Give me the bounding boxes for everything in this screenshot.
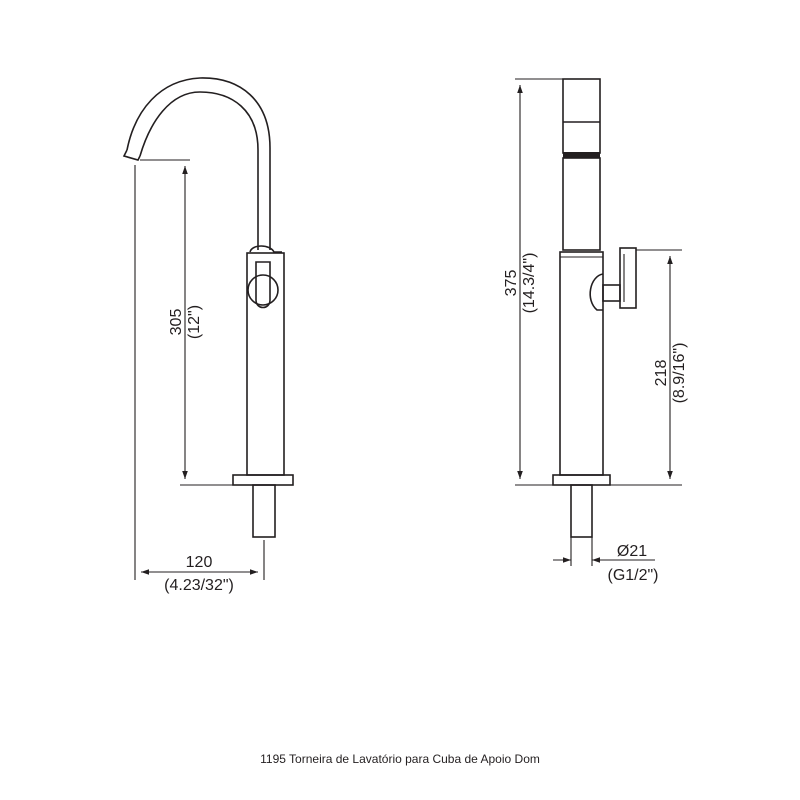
spout-band	[563, 152, 600, 158]
upper-column	[562, 157, 601, 251]
dimension-120: 120 (4.23/32")	[134, 165, 265, 594]
dimension-120-label: 120	[186, 554, 213, 571]
dimension-218-label: 218	[653, 360, 670, 387]
handle-grip	[619, 247, 637, 309]
handle-knob	[589, 273, 604, 311]
dimension-diameter-label: Ø21	[617, 543, 647, 560]
dimension-375: 375 (14.3/4")	[503, 78, 600, 486]
dimension-diameter-inch: (G1/2")	[607, 567, 658, 584]
spout-block	[562, 78, 601, 154]
handle-stem	[602, 284, 621, 302]
dimension-218: 218 (8.9/16")	[610, 249, 688, 486]
base-flange	[232, 474, 294, 486]
dimension-305: 305 (12")	[140, 159, 240, 486]
dimension-120-inch: (4.23/32")	[164, 577, 234, 594]
handle-disc	[247, 274, 279, 306]
dimension-375-inch: (14.3/4")	[521, 253, 538, 314]
lever	[249, 245, 282, 253]
dimension-305-label: 305	[168, 309, 185, 336]
lower-body	[559, 251, 604, 476]
spout-inner	[139, 91, 259, 250]
handle-lever	[255, 261, 271, 309]
shank	[252, 484, 276, 538]
faucet-side-view	[122, 77, 294, 538]
spout-tip	[122, 149, 141, 161]
spout-outer	[126, 77, 271, 250]
faucet-body	[246, 252, 285, 476]
dimension-305-inch: (12")	[186, 305, 203, 339]
front-shank	[570, 484, 593, 538]
dimension-diameter: Ø21 (G1/2")	[553, 537, 659, 584]
faucet-front-view	[552, 78, 637, 538]
dimension-218-inch: (8.9/16")	[671, 343, 688, 404]
dimension-375-label: 375	[503, 270, 520, 297]
front-base-flange	[552, 474, 611, 486]
drawing-caption: 1195 Torneira de Lavatório para Cuba de …	[260, 752, 540, 766]
